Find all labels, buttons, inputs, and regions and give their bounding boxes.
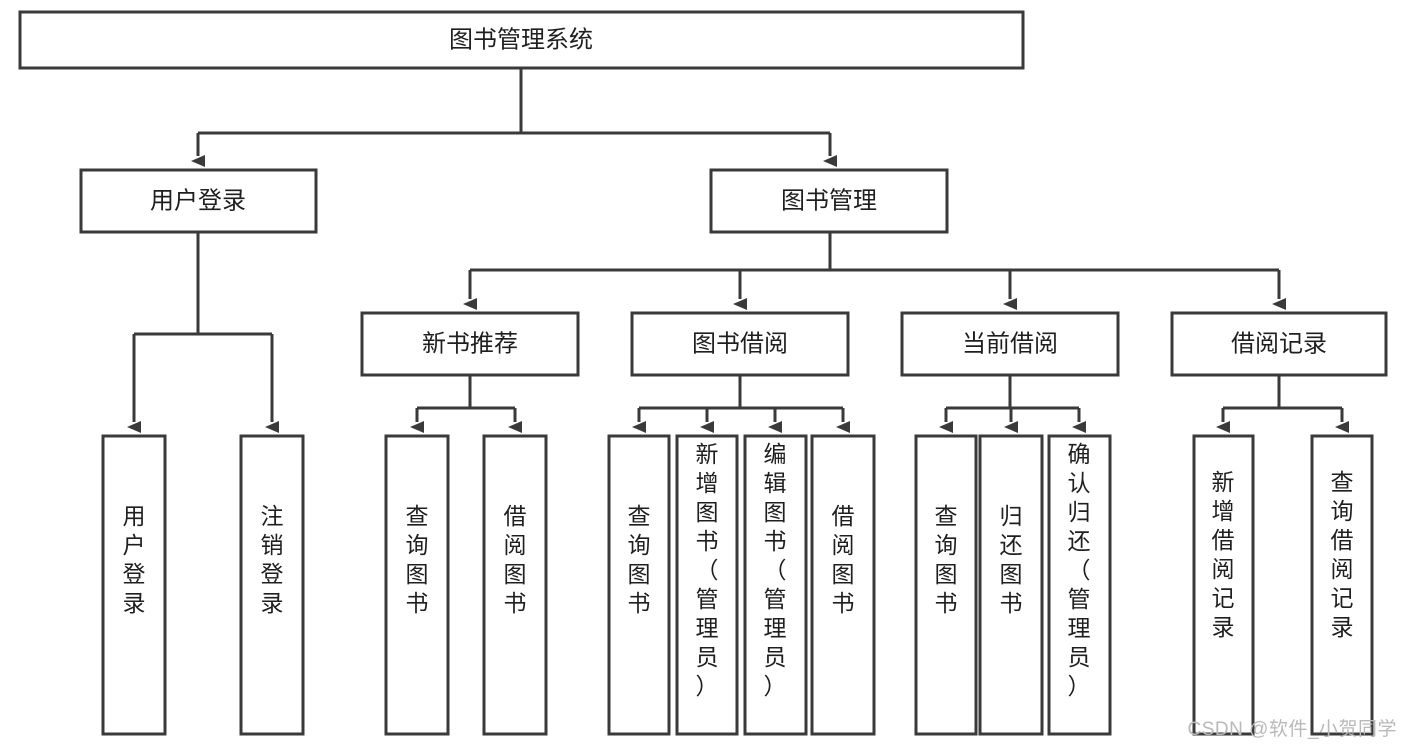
node-new-book-recommend-label: 新书推荐 xyxy=(422,330,518,357)
node-leaf-borrow-book-2-box[interactable] xyxy=(810,434,876,736)
node-leaf-add-book[interactable]: 新增图书（管理员） xyxy=(675,434,739,736)
edge-group-book-borrow-to-leaves xyxy=(632,375,850,433)
edge-group-borrow-record-to-leaves xyxy=(1216,375,1349,433)
node-root[interactable]: 图书管理系统 xyxy=(18,10,1025,70)
node-leaf-borrow-book-2-label: 借阅图书 xyxy=(832,503,855,616)
node-leaf-user-login-box[interactable] xyxy=(101,434,167,736)
node-user-login-label: 用户登录 xyxy=(150,187,246,214)
node-book-borrow-label: 图书借阅 xyxy=(692,330,788,357)
node-current-borrow-label: 当前借阅 xyxy=(962,330,1058,357)
node-leaf-edit-book-label: 编辑图书（管理员） xyxy=(764,441,787,699)
node-root-label: 图书管理系统 xyxy=(449,26,593,53)
node-borrow-record-label: 借阅记录 xyxy=(1231,330,1327,357)
node-leaf-confirm-return[interactable]: 确认归还（管理员） xyxy=(1047,434,1112,736)
node-current-borrow-box[interactable] xyxy=(900,311,1120,377)
node-leaf-return-book-box[interactable] xyxy=(978,434,1044,736)
node-leaf-user-login-label: 用户登录 xyxy=(123,503,146,616)
node-leaf-borrow-book-1-label: 借阅图书 xyxy=(504,503,527,616)
node-book-borrow[interactable]: 图书借阅 xyxy=(630,311,850,377)
node-leaf-query-book-2[interactable]: 查询图书 xyxy=(607,434,671,736)
node-leaf-add-book-label: 新增图书（管理员） xyxy=(696,441,719,699)
node-leaf-query-book-2-label: 查询图书 xyxy=(628,503,651,616)
node-leaf-add-record-label: 新增借阅记录 xyxy=(1212,469,1235,640)
node-leaf-user-login[interactable]: 用户登录 xyxy=(101,434,167,736)
node-leaf-return-book-label: 归还图书 xyxy=(1000,503,1023,616)
node-book-borrow-box[interactable] xyxy=(630,311,850,377)
node-leaf-edit-book-box[interactable] xyxy=(743,434,808,736)
node-leaf-confirm-return-label: 确认归还（管理员） xyxy=(1068,441,1091,699)
node-leaf-borrow-book-1[interactable]: 借阅图书 xyxy=(482,434,548,736)
edge-group-book-manage-to-level2 xyxy=(463,232,1286,310)
node-leaf-borrow-book-2[interactable]: 借阅图书 xyxy=(810,434,876,736)
node-leaf-logout[interactable]: 注销登录 xyxy=(239,434,305,736)
node-leaf-add-book-box[interactable] xyxy=(675,434,739,736)
node-borrow-record-box[interactable] xyxy=(1170,311,1388,377)
node-leaf-query-book-3[interactable]: 查询图书 xyxy=(914,434,978,736)
edge-group-user-login-to-leaves xyxy=(127,232,279,433)
node-leaf-query-book-1[interactable]: 查询图书 xyxy=(384,434,450,736)
node-user-login-box[interactable] xyxy=(79,168,318,234)
node-leaf-logout-box[interactable] xyxy=(239,434,305,736)
node-leaf-query-book-1-label: 查询图书 xyxy=(406,503,429,616)
node-leaf-query-book-2-box[interactable] xyxy=(607,434,671,736)
node-leaf-confirm-return-box[interactable] xyxy=(1047,434,1112,736)
node-new-book-recommend-box[interactable] xyxy=(360,311,580,377)
node-leaf-add-record-box[interactable] xyxy=(1192,434,1255,736)
node-leaf-query-book-3-label: 查询图书 xyxy=(935,503,958,616)
node-leaf-query-record-label: 查询借阅记录 xyxy=(1331,469,1354,640)
node-leaf-query-record-box[interactable] xyxy=(1310,434,1374,736)
node-current-borrow[interactable]: 当前借阅 xyxy=(900,311,1120,377)
node-leaf-borrow-book-1-box[interactable] xyxy=(482,434,548,736)
node-book-manage-box[interactable] xyxy=(709,168,949,234)
edge-group-new-book-recommend-to-leaves xyxy=(410,375,522,433)
node-book-manage-label: 图书管理 xyxy=(781,187,877,214)
node-root-box[interactable] xyxy=(18,10,1025,70)
node-new-book-recommend[interactable]: 新书推荐 xyxy=(360,311,580,377)
node-leaf-query-book-3-box[interactable] xyxy=(914,434,978,736)
node-leaf-return-book[interactable]: 归还图书 xyxy=(978,434,1044,736)
edge-group-current-borrow-to-leaves xyxy=(939,375,1086,433)
node-leaf-edit-book[interactable]: 编辑图书（管理员） xyxy=(743,434,808,736)
node-leaf-add-record[interactable]: 新增借阅记录 xyxy=(1192,434,1255,736)
edge-group-root-to-level1 xyxy=(191,68,837,167)
node-leaf-query-book-1-box[interactable] xyxy=(384,434,450,736)
node-leaf-logout-label: 注销登录 xyxy=(261,503,284,616)
node-book-manage[interactable]: 图书管理 xyxy=(709,168,949,234)
node-borrow-record[interactable]: 借阅记录 xyxy=(1170,311,1388,377)
node-user-login[interactable]: 用户登录 xyxy=(79,168,318,234)
node-leaf-query-record[interactable]: 查询借阅记录 xyxy=(1310,434,1374,736)
